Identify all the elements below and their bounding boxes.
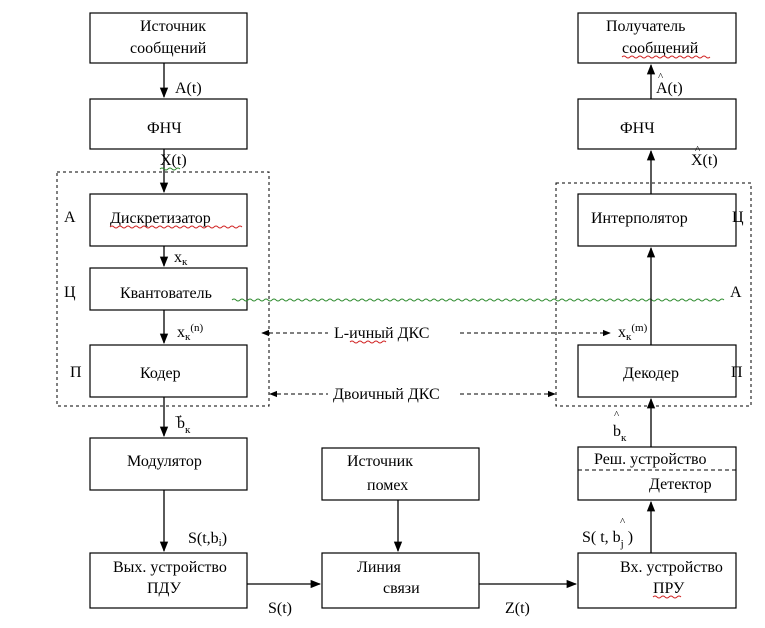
rx-input-device-label-1: Вх. устройство xyxy=(620,559,723,576)
signal-z-t: Z(t) xyxy=(505,600,530,617)
s-t-bj-hat-accent: ^ xyxy=(620,516,626,528)
tx-output-device-label-2: ПДУ xyxy=(147,580,182,597)
message-source-label-2: сообщений xyxy=(130,40,207,57)
b-k-hat-accent: ^ xyxy=(614,409,620,421)
interpolator-block xyxy=(577,193,737,247)
rx-input-device-block xyxy=(577,552,737,609)
noise-source-block xyxy=(321,447,480,501)
message-receiver-block xyxy=(577,12,737,64)
right-side-a: А xyxy=(730,284,742,301)
signal-s-t: S(t) xyxy=(268,600,292,617)
communication-line-block xyxy=(321,552,480,609)
decoder-block xyxy=(577,344,737,398)
l-ary-channel-label: L-ичный ДКС xyxy=(334,325,429,342)
signal-a-t-hat: A(t) xyxy=(656,80,683,97)
lpf-tx-block xyxy=(89,98,248,150)
receiver-dac-group-frame xyxy=(555,182,752,407)
left-side-a: А xyxy=(64,209,76,226)
right-side-p: П xyxy=(731,364,743,381)
modulator-block xyxy=(89,437,248,491)
right-side-c: Ц xyxy=(732,209,744,226)
rx-spellcheck-underline xyxy=(652,595,682,599)
signal-x-t: X(t) xyxy=(160,152,187,169)
noise-source-label-1: Источник xyxy=(347,453,413,470)
decision-detector-block xyxy=(577,446,737,501)
signal-x-k: xк xyxy=(174,249,188,268)
tx-output-device-block xyxy=(89,552,248,609)
message-source-block xyxy=(89,12,248,64)
left-side-c: Ц xyxy=(64,284,76,301)
interpolator-label: Интерполятор xyxy=(591,210,688,227)
message-receiver-label-2: сообщений xyxy=(622,40,699,57)
lpf-rx-label: ФНЧ xyxy=(620,120,655,137)
signal-s-t-bi: S(t,bi) xyxy=(188,530,227,549)
sampler-spellcheck-underline xyxy=(109,225,243,229)
grammar-underline-green xyxy=(231,298,725,302)
x-t-hat-accent: ^ xyxy=(695,144,701,156)
rx-input-device-label-2: ПРУ xyxy=(653,580,685,597)
b-k-vector-arrow: → xyxy=(173,409,184,421)
transmitter-adc-group-frame xyxy=(56,171,270,407)
decision-device-label: Реш. устройство xyxy=(594,451,707,468)
detector-label: Детектор xyxy=(649,476,712,493)
signal-x-k-n: xк(n) xyxy=(177,322,204,343)
quantizer-label: Квантователь xyxy=(120,285,212,302)
receiver-spellcheck-underline xyxy=(621,55,711,59)
modulator-label: Модулятор xyxy=(127,453,202,470)
lpf-tx-label: ФНЧ xyxy=(147,120,182,137)
signal-a-t: A(t) xyxy=(175,80,202,97)
sampler-block xyxy=(89,193,248,247)
quantizer-block xyxy=(89,267,248,311)
tx-output-device-label-1: Вых. устройство xyxy=(113,559,227,576)
left-side-p: П xyxy=(70,364,82,381)
signal-s-t-bj-hat: S( t, bj ) xyxy=(582,529,633,550)
signal-x-k-m: xк(m) xyxy=(618,322,648,343)
communication-line-label-2: связи xyxy=(383,580,420,597)
decoder-label: Декодер xyxy=(623,365,679,382)
message-source-label-1: Источник xyxy=(140,18,206,35)
noise-source-label-2: помех xyxy=(367,477,408,494)
lpf-rx-block xyxy=(577,98,737,150)
encoder-block xyxy=(89,344,248,398)
binary-channel-label: Двоичный ДКС xyxy=(333,386,440,403)
sampler-label: Дискретизатор xyxy=(110,210,211,227)
encoder-label: Кодер xyxy=(140,365,181,382)
signal-b-k-hat: bк xyxy=(613,423,627,444)
communication-line-label-1: Линия xyxy=(357,559,402,576)
signal-b-k-vector: bк xyxy=(177,415,191,436)
l-ary-spellcheck-underline xyxy=(349,340,387,344)
message-receiver-label-1: Получатель xyxy=(606,18,685,35)
a-t-hat-accent: ^ xyxy=(658,71,664,83)
signal-x-t-hat: X(t) xyxy=(691,152,718,169)
x-t-grammar-underline xyxy=(159,167,181,171)
